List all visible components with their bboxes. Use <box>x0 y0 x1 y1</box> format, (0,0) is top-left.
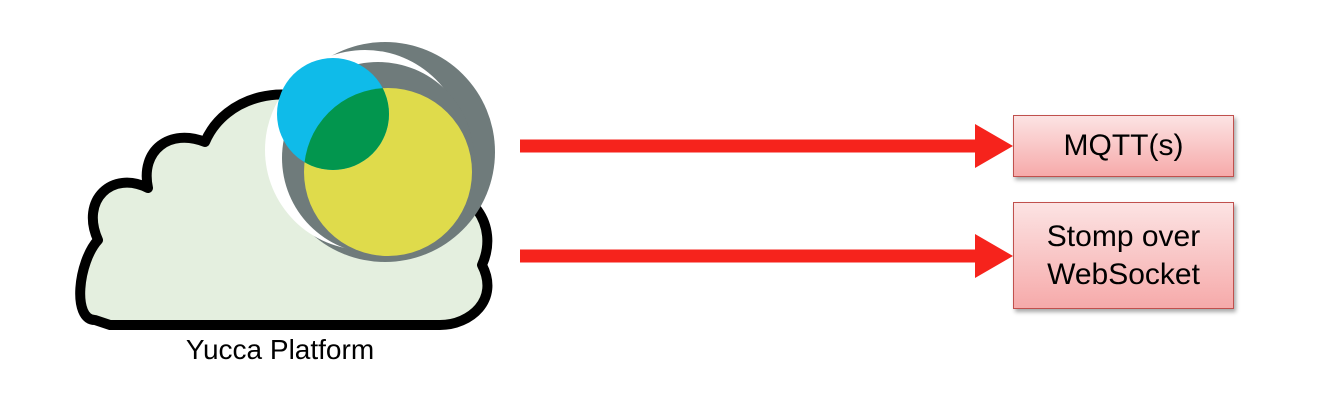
arrow-mqtt <box>520 124 1013 168</box>
stomp-label: Stomp over WebSocket <box>1046 219 1201 291</box>
logo-overlap <box>304 88 389 170</box>
mqtt-box: MQTT(s) <box>1013 115 1234 177</box>
platform-caption: Yucca Platform <box>185 334 375 365</box>
arrow-stomp <box>520 234 1013 278</box>
mqtt-label: MQTT(s) <box>1063 129 1184 162</box>
stomp-box: Stomp over WebSocket <box>1013 202 1234 309</box>
